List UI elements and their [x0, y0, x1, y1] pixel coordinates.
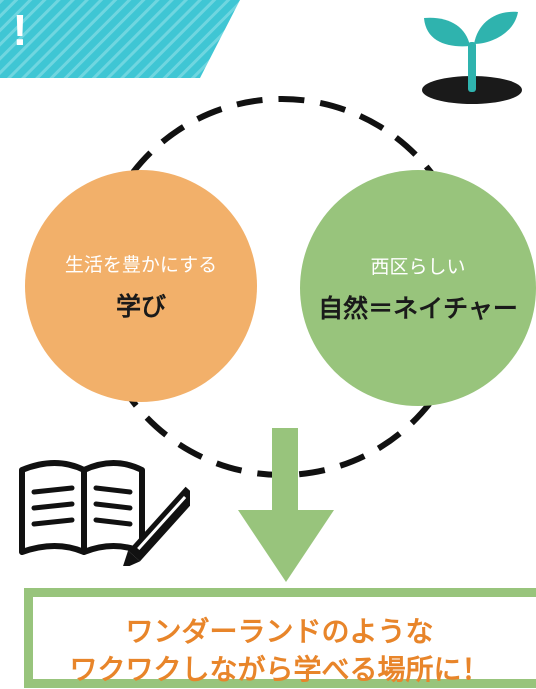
- circle-learning-title: 学び: [115, 291, 166, 321]
- banner-exclamation: !: [12, 6, 28, 55]
- book-pencil-icon: [19, 460, 190, 566]
- message-line-2: ワクワクしながら学べる場所に！: [69, 653, 490, 686]
- down-arrow-icon: [238, 428, 334, 582]
- sprout-icon: [422, 11, 522, 104]
- message-box: ワンダーランドのような ワクワクしながら学べる場所に！: [24, 588, 536, 688]
- banner-stripes: [0, 0, 240, 78]
- header-banner: !: [0, 0, 240, 78]
- circle-nature-subtitle: 西区らしい: [370, 255, 466, 278]
- circle-learning: 生活を豊かにする 学び: [25, 170, 257, 402]
- message-line-1: ワンダーランドのような: [125, 615, 434, 648]
- circle-nature: 西区らしい 自然＝ネイチャー: [300, 170, 536, 406]
- circle-nature-title: 自然＝ネイチャー: [318, 293, 518, 323]
- circle-learning-subtitle: 生活を豊かにする: [64, 253, 218, 276]
